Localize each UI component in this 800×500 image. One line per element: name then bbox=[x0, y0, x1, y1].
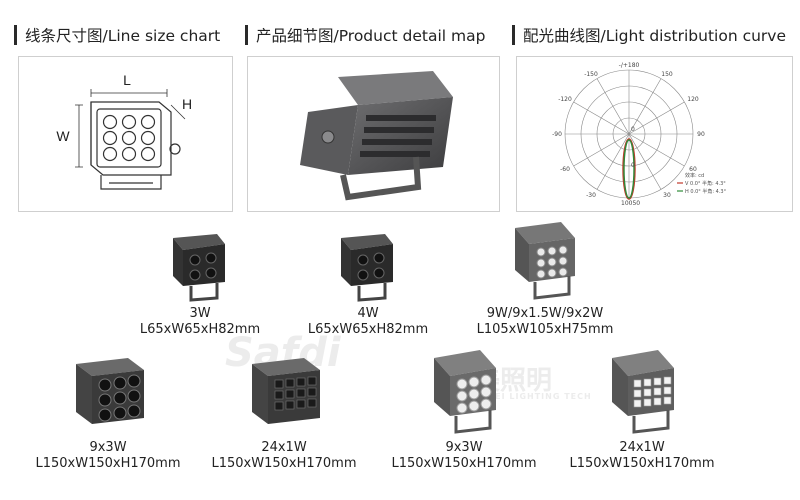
header-bar bbox=[14, 25, 17, 45]
power-label: 9x3W bbox=[89, 440, 127, 455]
caption-9w-size: L105xW105xH75mm bbox=[470, 322, 620, 338]
radial-label: 10050 bbox=[621, 200, 640, 207]
caption-9x3w: 9x3W bbox=[48, 440, 168, 456]
product-image-4w bbox=[341, 234, 393, 302]
size-label: L150xW150xH170mm bbox=[211, 456, 357, 471]
polar-legend: 效率: cd V 0.0° 半角: 4.3° H 0.0° 半角: 4.3° bbox=[677, 172, 727, 195]
angle-label: -30 bbox=[586, 192, 596, 199]
angle-label: -120 bbox=[558, 96, 572, 103]
angle-label: 60 bbox=[689, 166, 697, 173]
legend-entry: H 0.0° 半角: 4.3° bbox=[685, 188, 727, 195]
angle-label: 150 bbox=[661, 71, 673, 78]
legend-entry: V 0.0° 半角: 4.3° bbox=[685, 180, 726, 187]
width-label: W bbox=[56, 128, 70, 144]
angle-label: -90 bbox=[552, 131, 562, 138]
length-label: L bbox=[123, 72, 131, 88]
legend-title: 效率: cd bbox=[685, 172, 704, 179]
product-image-3w bbox=[173, 234, 225, 302]
line-size-panel: L W H bbox=[18, 56, 233, 212]
caption-24x1w-b-size: L150xW150xH170mm bbox=[566, 456, 718, 472]
header-product-detail: 产品细节图/Product detail map bbox=[245, 22, 485, 48]
caption-4w: 4W bbox=[318, 306, 418, 322]
product-detail-image bbox=[300, 71, 453, 201]
caption-24x1w-b: 24x1W bbox=[582, 440, 702, 456]
product-image-9x3w bbox=[76, 358, 144, 424]
size-label: L65xW65xH82mm bbox=[139, 322, 261, 337]
v-curve bbox=[622, 138, 636, 200]
header-light-distribution: 配光曲线图/Light distribution curve bbox=[512, 22, 786, 48]
caption-9x3w-size: L150xW150xH170mm bbox=[32, 456, 184, 472]
radial-label: 0 bbox=[631, 126, 635, 133]
caption-3w-size: L65xW65xH82mm bbox=[138, 322, 262, 338]
size-label: L105xW105xH75mm bbox=[476, 322, 614, 337]
power-label: 9x3W bbox=[445, 440, 483, 455]
product-image-9x3w-b bbox=[434, 350, 496, 434]
product-image-24x1w bbox=[252, 358, 320, 424]
height-label: H bbox=[182, 96, 192, 112]
h-curve bbox=[623, 139, 635, 199]
product-image-24x1w-b bbox=[612, 350, 674, 434]
angle-label: -150 bbox=[584, 71, 598, 78]
size-label: L150xW150xH170mm bbox=[391, 456, 537, 471]
size-label: L150xW150xH170mm bbox=[35, 456, 181, 471]
header-label: 配光曲线图/Light distribution curve bbox=[523, 27, 787, 45]
polar-top-label: -/+180 bbox=[619, 62, 640, 69]
caption-9x3w-b: 9x3W bbox=[404, 440, 524, 456]
caption-9x3w-b-size: L150xW150xH170mm bbox=[388, 456, 540, 472]
power-label: 9W/9x1.5W/9x2W bbox=[486, 306, 604, 321]
line-drawing: L W H bbox=[56, 72, 192, 190]
caption-9w: 9W/9x1.5W/9x2W bbox=[470, 306, 620, 322]
header-line-size: 线条尺寸图/Line size chart bbox=[14, 22, 220, 48]
product-detail-panel bbox=[247, 56, 500, 212]
header-label: 产品细节图/Product detail map bbox=[256, 27, 486, 45]
angle-label: -60 bbox=[560, 166, 570, 173]
header-bar bbox=[245, 25, 248, 45]
power-label: 4W bbox=[357, 306, 379, 321]
power-label: 24x1W bbox=[261, 440, 307, 455]
header-label: 线条尺寸图/Line size chart bbox=[25, 27, 221, 45]
size-label: L65xW65xH82mm bbox=[307, 322, 429, 337]
polar-chart: -/+180 -150 -120 -90 -60 -30 150 120 90 … bbox=[552, 62, 727, 207]
light-distribution-panel: -/+180 -150 -120 -90 -60 -30 150 120 90 … bbox=[516, 56, 793, 212]
caption-3w: 3W bbox=[150, 306, 250, 322]
power-label: 3W bbox=[189, 306, 211, 321]
angle-label: 120 bbox=[687, 96, 699, 103]
caption-24x1w-size: L150xW150xH170mm bbox=[208, 456, 360, 472]
radial-label: 0 bbox=[631, 162, 635, 169]
angle-label: 90 bbox=[697, 131, 705, 138]
power-label: 24x1W bbox=[619, 440, 665, 455]
caption-4w-size: L65xW65xH82mm bbox=[306, 322, 430, 338]
polar-grid bbox=[564, 69, 694, 199]
size-label: L150xW150xH170mm bbox=[569, 456, 715, 471]
product-image-9w bbox=[515, 222, 575, 300]
header-bar bbox=[512, 25, 515, 45]
angle-label: 30 bbox=[663, 192, 671, 199]
caption-24x1w: 24x1W bbox=[224, 440, 344, 456]
